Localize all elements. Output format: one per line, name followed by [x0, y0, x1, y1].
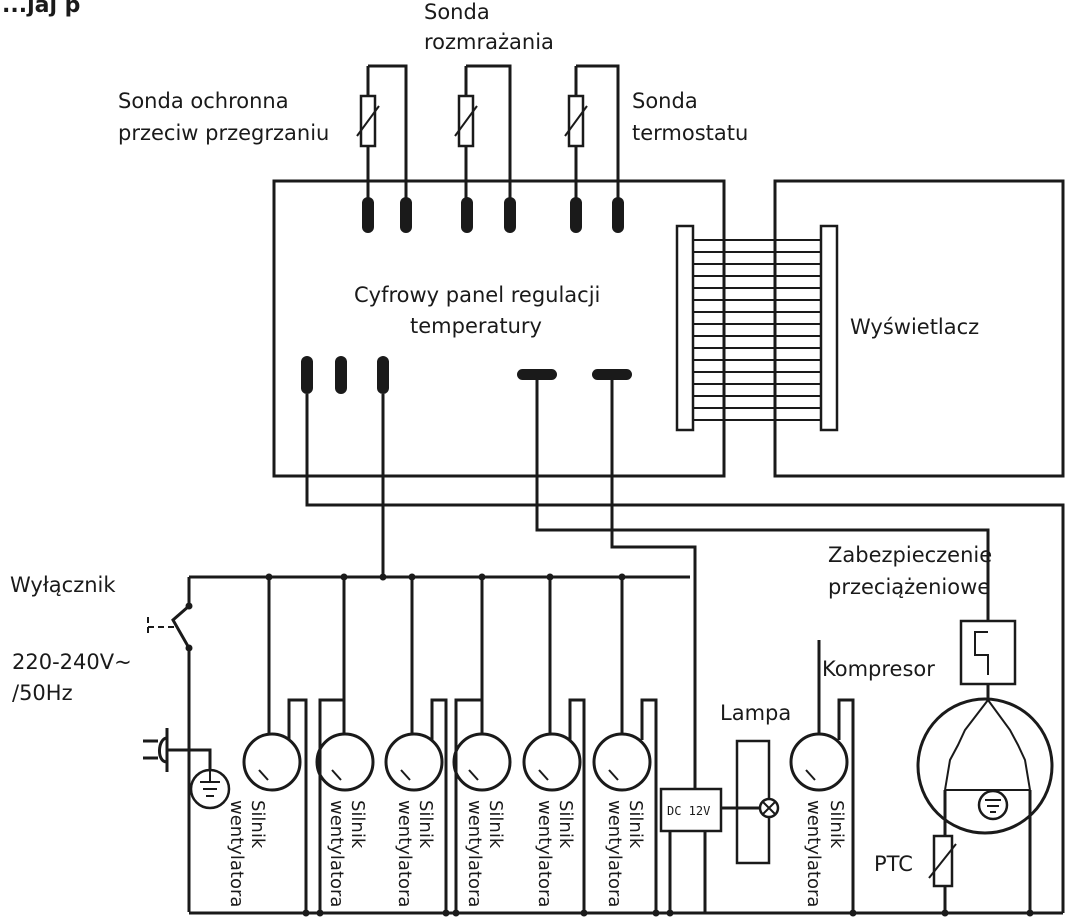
- output-connectors: [301, 356, 632, 394]
- fan-6-label-2: wentylatora: [604, 800, 625, 907]
- fan-labels: Silnik wentylatora Silnik wentylatora Si…: [226, 800, 646, 907]
- compressor-fan: Silnik wentylatora: [789, 640, 855, 913]
- thermostat-probe: [564, 64, 620, 200]
- overheat-probe-label-2: przeciw przegrzaniu: [118, 121, 329, 145]
- fan-3-label-1: Silnik: [415, 800, 436, 849]
- fan-motor-3: [384, 577, 448, 913]
- compressor-fan-label-2: wentylatora: [803, 800, 824, 907]
- fan-4-label-2: wentylatora: [464, 800, 485, 907]
- lamp-icon: [721, 739, 780, 865]
- fan-1-label-2: wentylatora: [226, 800, 247, 907]
- fan-1-label-1: Silnik: [247, 800, 268, 849]
- ptc-label: PTC: [874, 852, 913, 876]
- overload-protector: [959, 619, 1017, 700]
- overload-label-2: przeciążeniowe: [828, 575, 990, 599]
- panel-label-1: Cyfrowy panel regulacji: [354, 283, 600, 307]
- mains-switch: [147, 577, 193, 912]
- display-label: Wyświetlacz: [850, 315, 979, 339]
- fan-3-label-2: wentylatora: [394, 800, 415, 907]
- panel-wires: [305, 380, 1065, 913]
- fan-2-label-1: Silnik: [347, 800, 368, 849]
- thermostat-probe-label-2: termostatu: [632, 121, 748, 145]
- lamp-label: Lampa: [720, 701, 791, 725]
- overload-label-1: Zabezpieczenie: [828, 543, 992, 567]
- ribbon-cable: [675, 224, 839, 432]
- fan-6-label-1: Silnik: [625, 800, 646, 849]
- compressor-label: Kompresor: [822, 657, 935, 681]
- fan-motor-4: [452, 577, 512, 913]
- control-panel-box: [272, 179, 726, 478]
- display-box: [773, 179, 1065, 478]
- overheat-probe: [356, 64, 408, 200]
- defrost-probe-label-2: rozmrażania: [424, 30, 554, 54]
- mains-plug-icon: [143, 728, 231, 810]
- compressor-motor: [916, 697, 1054, 913]
- fan-motor-6: [592, 577, 658, 913]
- compressor-fan-label-1: Silnik: [826, 800, 847, 849]
- switch-label: Wyłącznik: [10, 573, 116, 597]
- defrost-probe: [454, 64, 512, 200]
- ptc-resistor: [928, 834, 957, 888]
- defrost-probe-label-1: Sonda: [424, 0, 490, 24]
- dc-converter: DC 12V: [659, 787, 723, 913]
- fan-motor-1: [242, 577, 308, 913]
- fans: Silnik wentylatora Silnik wentylatora Si…: [226, 577, 658, 913]
- title-fragment: ...jaj p: [2, 0, 80, 18]
- voltage-label-2: /50Hz: [12, 681, 73, 705]
- panel-label-2: temperatury: [410, 314, 542, 338]
- overheat-probe-label-1: Sonda ochronna: [118, 89, 289, 113]
- fan-5-label-1: Silnik: [555, 800, 576, 849]
- fan-2-label-2: wentylatora: [326, 800, 347, 907]
- fan-5-label-2: wentylatora: [534, 800, 555, 907]
- thermostat-probe-label-1: Sonda: [632, 89, 698, 113]
- fan-4-label-1: Silnik: [485, 800, 506, 849]
- voltage-label-1: 220-240V~: [12, 650, 132, 674]
- bus-junctions: [265, 573, 1034, 917]
- fan-motor-5: [522, 577, 586, 913]
- fan-motor-2: [315, 577, 375, 913]
- probe-connectors: [362, 197, 624, 233]
- dc-label: DC 12V: [667, 804, 710, 818]
